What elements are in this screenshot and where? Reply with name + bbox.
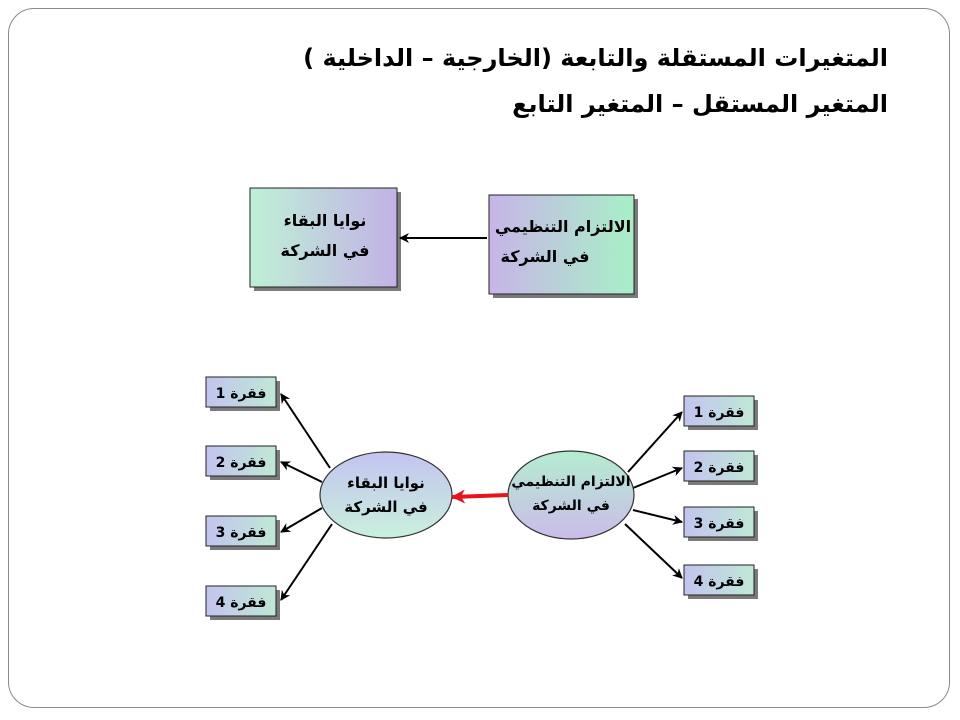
right-item-4-label: فقرة 4 (694, 574, 745, 590)
top-dependent-box: نوايا البقاء في الشركة (249, 187, 401, 291)
right-item-2-label: فقرة 2 (694, 460, 745, 476)
left-item-3: فقرة 3 (205, 515, 280, 550)
causal-arrow-red (451, 489, 509, 504)
right-arrow-2 (632, 466, 683, 489)
bottom-dependent-ellipse: نوايا البقاء في الشركة (319, 451, 453, 539)
left-arrow-2 (280, 461, 323, 483)
top-dependent-label-line1: نوايا البقاء (284, 211, 367, 230)
top-independent-box: الالتزام التنظيمي في الشركة (488, 194, 638, 298)
slide-title-line-2: المتغير المستقل – المتغير التابع (512, 90, 888, 118)
left-item-2-label: فقرة 2 (216, 455, 267, 471)
bottom-dependent-label-line2: في الشركة (344, 498, 427, 516)
right-arrow-3 (632, 509, 683, 525)
bottom-independent-label-line2: في الشركة (532, 498, 610, 514)
left-item-1-label: فقرة 1 (216, 386, 267, 402)
top-independent-label-line1: الالتزام التنظيمي (495, 217, 631, 237)
right-item-2: فقرة 2 (683, 450, 758, 485)
slide-frame (8, 8, 950, 708)
left-item-3-label: فقرة 3 (216, 525, 267, 541)
right-arrow-1 (627, 411, 683, 473)
right-item-3-label: فقرة 3 (694, 516, 745, 532)
bottom-dependent-label-line1: نوايا البقاء (347, 474, 425, 492)
top-independent-label-line2: في الشركة (501, 247, 590, 267)
left-arrow-1 (280, 393, 331, 469)
right-item-1: فقرة 1 (683, 395, 758, 430)
right-item-1-label: فقرة 1 (694, 405, 745, 421)
left-item-1: فقرة 1 (205, 376, 280, 411)
bottom-independent-ellipse: الالتزام التنظيمي في الشركة (507, 450, 635, 540)
left-arrow-4 (280, 523, 333, 601)
left-item-4: فقرة 4 (205, 585, 280, 620)
left-item-4-label: فقرة 4 (216, 595, 267, 611)
left-arrow-3 (280, 507, 323, 533)
right-item-4: فقرة 4 (683, 564, 758, 599)
right-item-3: فقرة 3 (683, 506, 758, 541)
slide-title-line-1: المتغيرات المستقلة والتابعة (الخارجية – … (303, 44, 888, 72)
right-arrow-4 (624, 523, 683, 579)
left-item-2: فقرة 2 (205, 445, 280, 480)
bottom-independent-label-line1: الالتزام التنظيمي (511, 474, 630, 490)
top-dependent-label-line2: في الشركة (281, 241, 370, 261)
